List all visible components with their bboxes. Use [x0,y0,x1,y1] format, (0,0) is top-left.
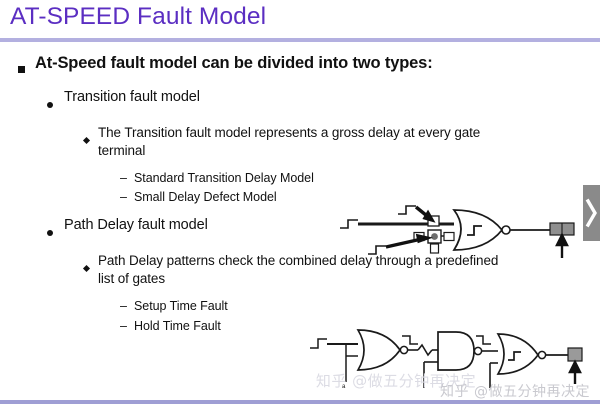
page-title: AT-SPEED Fault Model [10,3,267,30]
up-arrow-icon [555,232,569,258]
waveform-icon [310,338,327,349]
standard-transition-delay-model-text: Standard Transition Delay Model [134,170,314,185]
watermark-overlay: 知乎 @做五分钟再决定 [315,372,477,390]
list-item: – Standard Transition Delay Model [0,170,600,187]
nor-gate-icon [452,209,511,251]
bullet-path-delay-detail: Path Delay patterns check the combined d… [0,252,600,288]
setup-time-fault-text: Setup Time Fault [134,298,228,313]
waveform-icon [402,335,418,345]
diamond-bullet-icon [82,256,98,277]
next-slide-button[interactable] [583,185,600,241]
list-item: – Hold Time Fault [0,318,600,335]
bullet-level1: At-Speed fault model can be divided into… [0,52,600,74]
bullet-transition-detail: The Transition fault model represents a … [0,124,600,160]
bullet-level1-text: At-Speed fault model can be divided into… [35,54,433,72]
waveform-icon [340,219,358,229]
waveform-icon [476,335,491,345]
square-bullet-icon [18,58,35,79]
title-divider [0,38,600,42]
transition-detail-text: The Transition fault model represents a … [98,124,481,158]
slide-body: At-Speed fault model can be divided into… [0,52,600,337]
hold-time-fault-text: Hold Time Fault [134,318,221,333]
path-delay-fault-model-label: Path Delay fault model [64,217,208,234]
path-delay-circuit: a [306,322,596,401]
list-item: – Small Delay Defect Model [0,189,600,206]
list-item: – Setup Time Fault [0,298,600,315]
nor-gate-icon [356,329,409,371]
transition-fault-circuit [336,198,586,269]
watermark-footer: 知乎 @做五分钟再决定 [440,384,590,400]
pointer-arrow [385,205,436,249]
dash-bullet-icon: – [120,318,127,333]
dash-bullet-icon: – [120,170,127,185]
transition-fault-model-label: Transition fault model [64,89,200,106]
waveform-icon [398,205,416,215]
dash-bullet-icon: – [120,190,127,205]
nand-gate-icon [437,331,483,371]
waveform-icon [368,245,386,255]
bullet-transition-fault-model: Transition fault model [0,88,600,109]
diamond-bullet-icon [82,128,98,149]
input-label-a: a [342,384,346,390]
spacer [0,117,600,124]
up-arrow-icon [568,359,582,384]
small-delay-defect-model-text: Small Delay Defect Model [134,190,277,205]
bullet-path-delay-fault-model: Path Delay fault model [0,216,600,237]
bottom-divider [0,400,600,404]
disc-bullet-icon [47,93,64,114]
nor-gate-icon [496,333,547,375]
disc-bullet-icon [47,221,64,242]
observe-point-block [567,347,583,362]
path-delay-detail-text: Path Delay patterns check the combined d… [98,252,499,286]
chevron-right-icon [585,198,597,228]
dash-bullet-icon: – [120,298,127,313]
